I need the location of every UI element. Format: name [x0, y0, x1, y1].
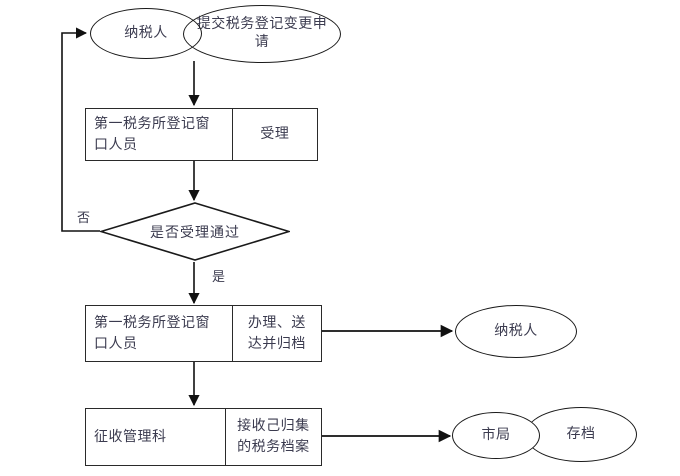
- node-process-accept: 第一税务所登记窗口人员 受理: [85, 108, 318, 161]
- node-submit-request-label: 提交税务登记变更申请: [196, 17, 328, 50]
- node-process-handle-deliver: 第一税务所登记窗口人员 办理、送达并归档: [85, 305, 322, 362]
- node-archive: 存档: [525, 407, 637, 462]
- node-process-handle-role: 第一税务所登记窗口人员: [94, 315, 210, 352]
- node-process-collection-action: 接收己归集的税务档案: [224, 409, 321, 465]
- node-decision-label: 是否受理通过: [150, 225, 240, 241]
- edge-label-no: 否: [77, 210, 91, 225]
- node-submit-request: 提交税务登记变更申请: [183, 5, 341, 63]
- node-taxpayer-start-label: 纳税人: [124, 25, 168, 41]
- node-process-handle-action: 办理、送达并归档: [231, 306, 321, 361]
- node-archive-label: 存档: [566, 426, 596, 442]
- node-taxpayer-end: 纳税人: [455, 305, 577, 358]
- node-decision-accept-passed: 是否受理通过: [98, 202, 292, 261]
- node-city-bureau: 市局: [452, 412, 540, 459]
- node-taxpayer-start: 纳税人: [90, 8, 202, 59]
- node-taxpayer-end-label: 纳税人: [494, 323, 538, 339]
- node-process-accept-action: 受理: [231, 109, 317, 160]
- node-process-collection: 征收管理科 接收己归集的税务档案: [85, 408, 322, 466]
- edge-label-yes: 是: [212, 269, 226, 284]
- node-process-collection-role: 征收管理科: [94, 429, 167, 445]
- node-city-bureau-label: 市局: [481, 427, 511, 443]
- node-process-accept-role: 第一税务所登记窗口人员: [94, 116, 210, 153]
- decision-diamond-shape: [98, 202, 292, 261]
